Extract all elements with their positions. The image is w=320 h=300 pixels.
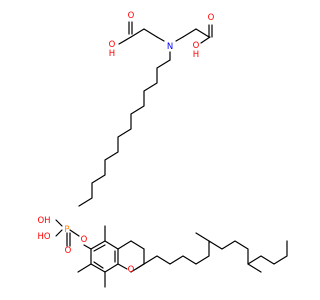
bond	[195, 232, 210, 242]
bond	[55, 219, 63, 227]
bond	[90, 263, 106, 273]
bond	[93, 244, 106, 252]
bond	[117, 263, 128, 270]
bond	[182, 28, 197, 38]
atom-label-hydrogen: H	[109, 49, 115, 59]
atom-label-nitrogen: N	[167, 42, 173, 52]
iminodipropionic-acid-molecule: O O H N O O H	[78, 11, 215, 207]
bond	[104, 263, 119, 273]
bond	[247, 263, 262, 273]
atom-label-oxygen: O	[128, 11, 135, 21]
bond	[93, 261, 104, 269]
chemical-structure-drawing: O O H N O O H	[37, 11, 288, 288]
atom-label-hydroxyl: HO	[37, 232, 50, 242]
alkyl-chain-bonds	[78, 59, 171, 207]
atom-label-phosphorus: P	[64, 225, 69, 235]
phytyl-chain-bonds	[143, 240, 288, 265]
atom-label-oxygen: O	[193, 41, 200, 51]
tocopheryl-phosphate-molecule: OH O P HO O O	[37, 216, 288, 288]
bond	[83, 244, 92, 250]
bond	[143, 28, 158, 38]
bond	[130, 263, 145, 273]
bond	[130, 240, 145, 250]
atom-label-oxygen: O	[128, 265, 135, 275]
structure-canvas: O O H N O O H	[37, 11, 288, 288]
atom-label-hydroxyl: OH	[37, 216, 50, 226]
bond	[77, 263, 92, 273]
atom-label-oxygen: O	[109, 40, 116, 50]
bond	[104, 240, 119, 250]
bond	[90, 240, 106, 250]
bond	[118, 36, 132, 45]
bond	[200, 36, 211, 44]
bond	[175, 36, 184, 42]
bond	[156, 36, 165, 42]
atom-label-hydrogen: H	[193, 50, 199, 60]
bond	[130, 28, 145, 38]
bond	[55, 229, 63, 237]
bond	[69, 229, 80, 237]
atom-label-oxygen: O	[65, 246, 72, 256]
atom-label-oxygen: O	[208, 13, 215, 23]
bond	[117, 240, 132, 250]
atom-label-oxygen: O	[81, 235, 88, 245]
bond	[195, 28, 210, 38]
